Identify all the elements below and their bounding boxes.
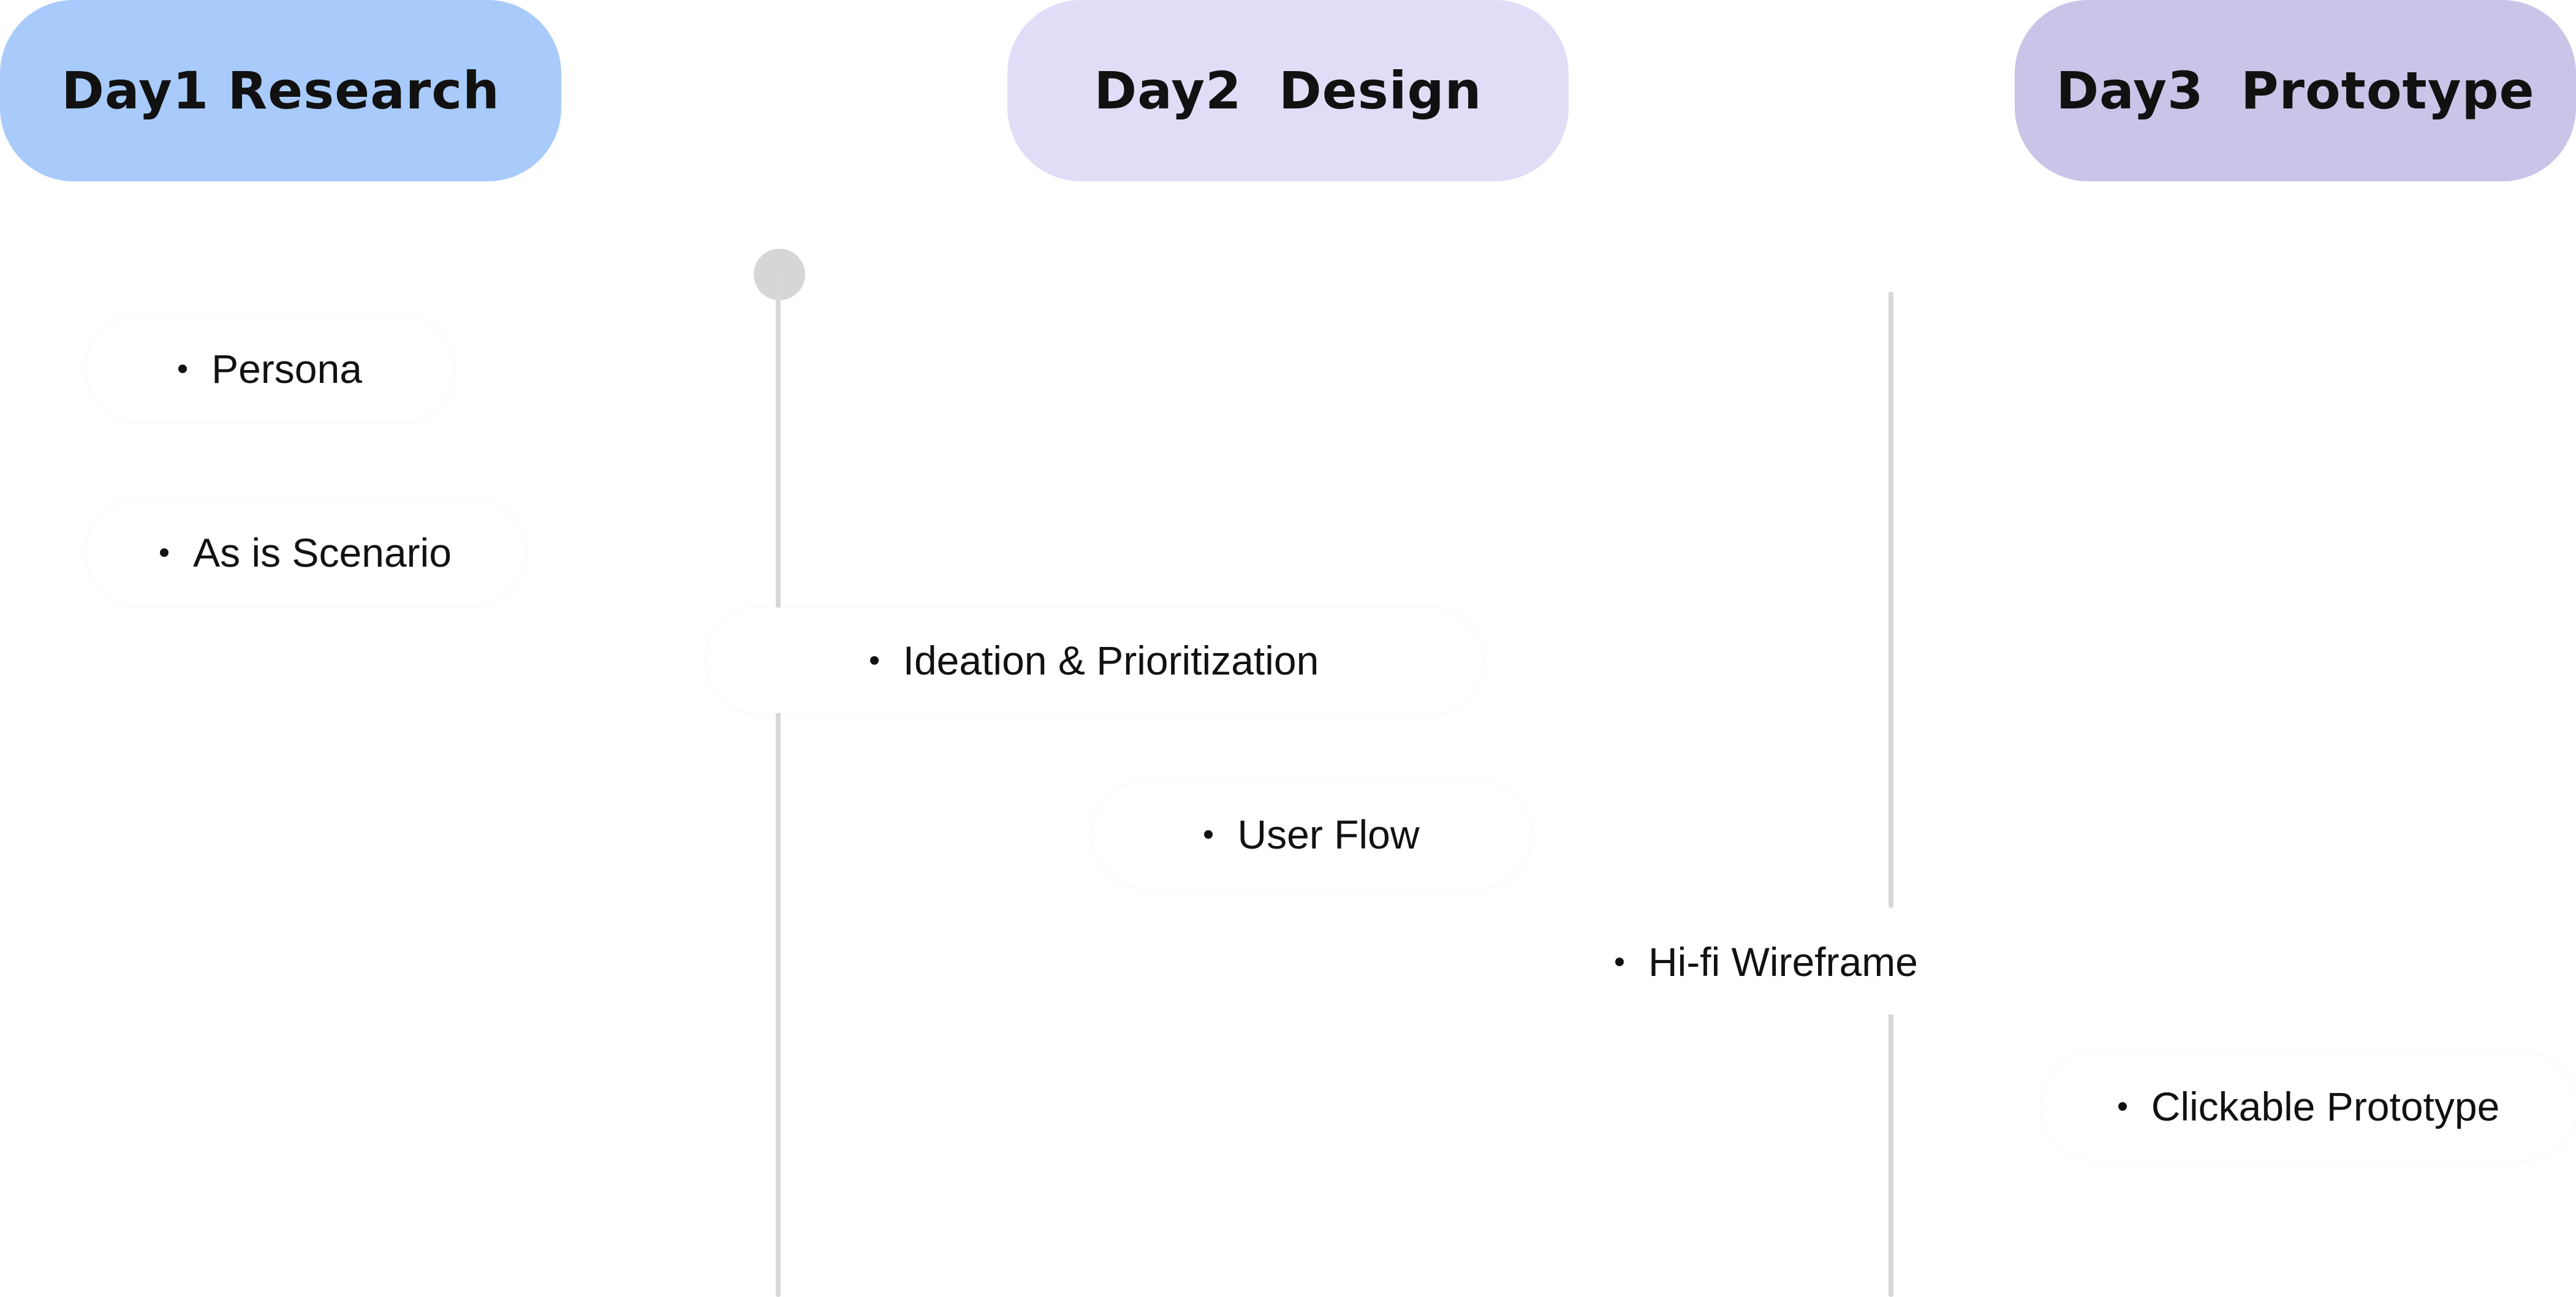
task-card-as-is-scenario: As is Scenario [87,500,525,605]
bullet-icon [1615,958,1624,966]
day1-research-label: Day1 Research [61,61,500,121]
timeline-rail-right-lower [1888,1011,1893,1297]
day3-prototype-label: Day3 Prototype [2056,61,2535,121]
day2-design-label: Day2 Design [1094,61,1482,121]
task-label-ideation-prioritization: Ideation & Prioritization [903,638,1319,683]
bullet-icon [869,656,879,665]
timeline-rail-right-upper [1888,292,1893,908]
timeline-rail-left-upper [776,276,781,608]
day2-design-header: Day2 Design [1007,0,1569,181]
task-card-persona: Persona [87,316,453,422]
day1-research-header: Day1 Research [0,0,561,181]
bullet-icon [178,365,188,373]
task-label-user-flow: User Flow [1237,812,1420,857]
task-card-hi-fi-wireframe: Hi-fi Wireframe [1548,909,1985,1015]
task-label-persona: Persona [211,346,362,391]
task-card-user-flow: User Flow [1093,782,1531,887]
bullet-icon [1204,830,1213,839]
bullet-icon [160,548,169,557]
task-label-clickable-prototype: Clickable Prototype [2151,1084,2500,1129]
task-card-clickable-prototype: Clickable Prototype [2042,1054,2576,1159]
task-label-as-is-scenario: As is Scenario [193,530,452,575]
task-label-hi-fi-wireframe: Hi-fi Wireframe [1648,939,1918,985]
day3-prototype-header: Day3 Prototype [2015,0,2576,181]
task-card-ideation-prioritization: Ideation & Prioritization [707,608,1482,713]
bullet-icon [2118,1102,2127,1111]
timeline-rail-left-lower [776,709,781,1297]
